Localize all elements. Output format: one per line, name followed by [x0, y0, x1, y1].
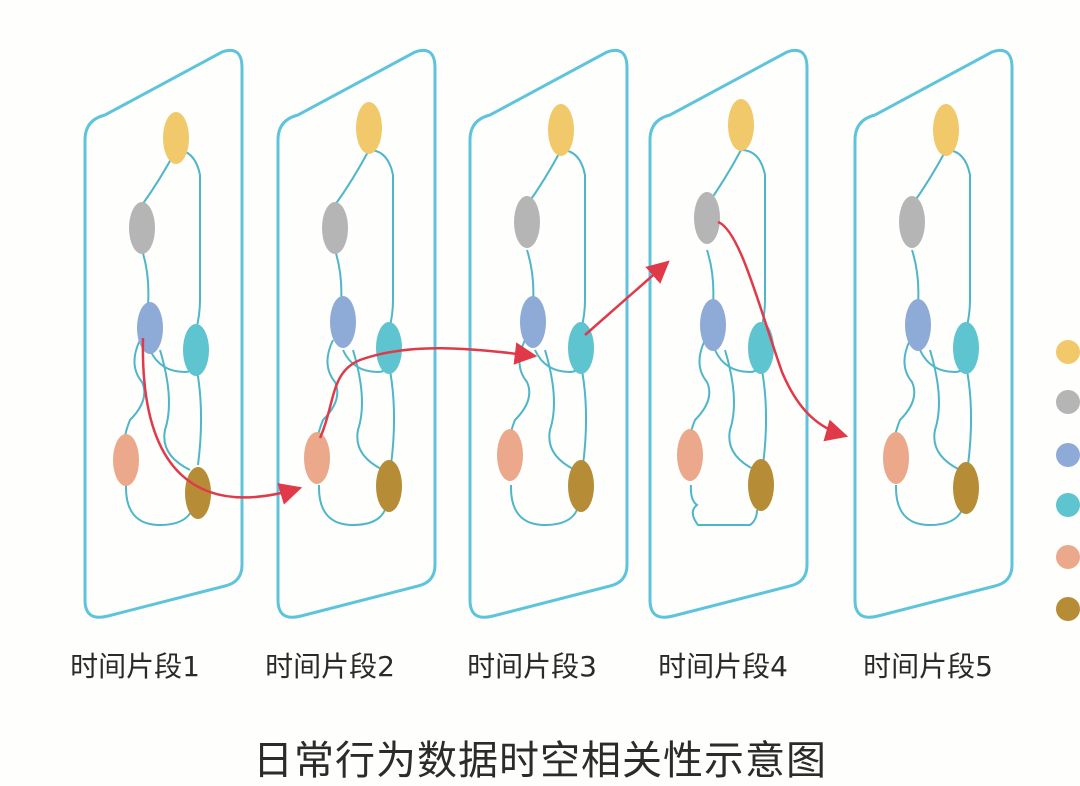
legend-gray-dot: [1056, 390, 1080, 414]
arrow-slice2-to-slice3: [318, 342, 538, 439]
node-gray: [899, 196, 925, 248]
legend-brown-dot: [1056, 597, 1080, 621]
node-salmon: [883, 432, 909, 484]
node-yellow: [548, 104, 574, 156]
arrow-slice3-to-slice4: [584, 260, 670, 336]
legend-yellow-dot: [1056, 340, 1080, 364]
slice-label-1: 时间片段1: [70, 650, 200, 683]
legend: [1056, 340, 1080, 621]
time-slice-4: [648, 48, 809, 619]
slice-nodes: [497, 104, 594, 512]
legend-blue-dot: [1056, 443, 1080, 467]
slice-frame: [276, 48, 437, 619]
legend-salmon-dot: [1056, 545, 1080, 569]
node-gray: [129, 202, 155, 254]
slice-frame: [468, 48, 629, 619]
node-teal: [183, 324, 209, 376]
diagram-title: 日常行为数据时空相关性示意图: [253, 738, 827, 784]
arrow-slice1-to-slice2: [141, 337, 303, 505]
node-salmon: [113, 434, 139, 486]
node-blue: [700, 299, 726, 351]
slice-label-5: 时间片段5: [863, 650, 993, 683]
node-teal: [568, 322, 594, 374]
time-slice-5: [853, 48, 1014, 619]
node-yellow: [356, 102, 382, 154]
node-yellow: [163, 112, 189, 164]
node-brown: [568, 460, 594, 512]
time-slice-3: [468, 48, 629, 619]
slice-label-4: 时间片段4: [658, 650, 788, 683]
time-slice-1: [83, 48, 244, 619]
slice-frame: [853, 48, 1014, 619]
transition-arrows: [141, 220, 849, 505]
legend-teal-dot: [1056, 493, 1080, 517]
node-teal: [953, 322, 979, 374]
slice-frame: [648, 48, 809, 619]
node-yellow: [933, 104, 959, 156]
node-teal: [376, 322, 402, 374]
node-salmon: [677, 429, 703, 481]
slice-label-3: 时间片段3: [467, 650, 597, 683]
node-brown: [748, 459, 774, 511]
node-salmon: [497, 429, 523, 481]
node-brown: [185, 467, 211, 519]
node-teal: [748, 322, 774, 374]
time-slice-2: [276, 48, 437, 619]
arrow-slice4-to-slice5: [717, 220, 849, 442]
slice-nodes: [883, 104, 979, 514]
node-blue: [137, 302, 163, 354]
slice-nodes: [677, 99, 774, 511]
node-gray: [322, 202, 348, 254]
node-gray: [514, 196, 540, 248]
slice-nodes: [304, 102, 402, 512]
slice-frame: [83, 48, 244, 619]
slice-label-2: 时间片段2: [265, 650, 395, 683]
node-blue: [905, 299, 931, 351]
node-gray: [694, 192, 720, 244]
node-brown: [953, 462, 979, 514]
node-blue: [330, 296, 356, 348]
node-blue: [520, 296, 546, 348]
node-salmon: [304, 432, 330, 484]
node-brown: [376, 460, 402, 512]
node-yellow: [728, 99, 754, 151]
